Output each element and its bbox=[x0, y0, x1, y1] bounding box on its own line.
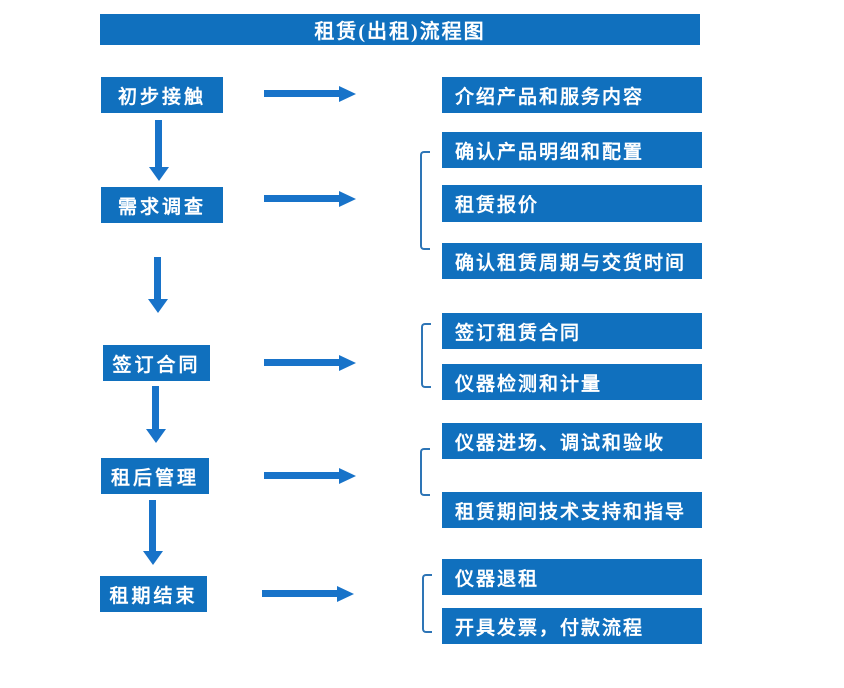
step-box-rental-end: 租期结束 bbox=[100, 576, 207, 612]
detail-box-confirm-product-details: 确认产品明细和配置 bbox=[442, 132, 702, 168]
detail-label: 签订租赁合同 bbox=[455, 322, 582, 344]
detail-box-confirm-rental-period: 确认租赁周期与交货时间 bbox=[442, 243, 702, 279]
right-arrow bbox=[264, 472, 339, 479]
page-title: 租赁(出租)流程图 bbox=[314, 21, 486, 43]
step-label: 需求调查 bbox=[117, 196, 206, 218]
step-box-initial-contact: 初步接触 bbox=[101, 77, 223, 113]
right-arrow bbox=[262, 590, 337, 597]
step-label: 签订合同 bbox=[112, 354, 201, 376]
down-arrow bbox=[155, 120, 162, 167]
detail-label: 确认租赁周期与交货时间 bbox=[455, 252, 687, 274]
step-box-post-rental-management: 租后管理 bbox=[101, 458, 209, 494]
detail-label: 开具发票，付款流程 bbox=[455, 617, 645, 639]
detail-label: 仪器退租 bbox=[455, 568, 540, 590]
detail-label: 确认产品明细和配置 bbox=[455, 141, 645, 163]
step-label: 租期结束 bbox=[109, 585, 198, 607]
detail-box-instrument-testing: 仪器检测和计量 bbox=[442, 364, 702, 400]
step-label: 初步接触 bbox=[117, 86, 206, 108]
step-box-sign-contract: 签订合同 bbox=[103, 345, 210, 381]
detail-label: 租赁报价 bbox=[455, 195, 540, 216]
detail-label: 仪器进场、调试和验收 bbox=[455, 432, 666, 454]
detail-box-instrument-entry: 仪器进场、调试和验收 bbox=[442, 423, 702, 459]
step-box-demand-survey: 需求调查 bbox=[101, 187, 223, 223]
detail-label: 仪器检测和计量 bbox=[455, 373, 603, 395]
down-arrow bbox=[154, 257, 161, 299]
group-bracket bbox=[422, 574, 432, 633]
group-bracket bbox=[420, 151, 430, 250]
down-arrow bbox=[149, 500, 156, 551]
step-label: 租后管理 bbox=[110, 467, 199, 489]
down-arrow bbox=[152, 386, 159, 429]
detail-box-rental-quotation: 租赁报价 bbox=[442, 185, 702, 222]
detail-box-invoice-payment: 开具发票，付款流程 bbox=[442, 608, 702, 644]
detail-box-technical-support: 租赁期间技术支持和指导 bbox=[442, 492, 702, 528]
detail-box-instrument-return: 仪器退租 bbox=[442, 559, 702, 595]
detail-label: 介绍产品和服务内容 bbox=[455, 86, 645, 108]
right-arrow bbox=[264, 195, 339, 202]
right-arrow bbox=[264, 359, 339, 366]
title-bar: 租赁(出租)流程图 bbox=[100, 14, 700, 45]
group-bracket bbox=[420, 448, 430, 496]
detail-box-introduce-products: 介绍产品和服务内容 bbox=[442, 77, 702, 113]
group-bracket bbox=[421, 323, 431, 388]
detail-box-sign-rental-contract: 签订租赁合同 bbox=[442, 313, 702, 349]
right-arrow bbox=[264, 90, 339, 97]
detail-label: 租赁期间技术支持和指导 bbox=[455, 501, 687, 523]
